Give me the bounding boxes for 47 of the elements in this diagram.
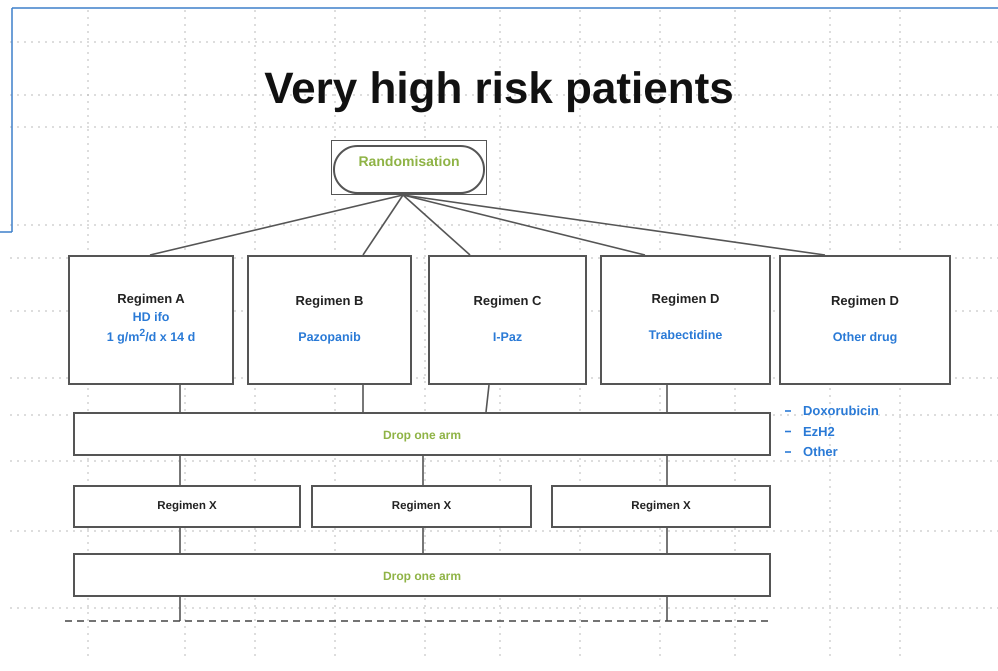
connector-line <box>402 194 471 256</box>
node-title: Regimen D <box>831 293 899 308</box>
connector-line <box>402 194 646 256</box>
connector-line <box>179 528 181 553</box>
node-text: Trabectidine <box>648 328 722 342</box>
node-text: Pazopanib <box>298 330 361 344</box>
list-item: EzH2 <box>803 424 835 438</box>
regimen-box <box>68 255 234 385</box>
title: Very high risk patients <box>263 64 735 114</box>
list-item: Doxorubicin <box>803 403 879 418</box>
regimen-box <box>73 485 301 528</box>
node-title: Drop one arm <box>382 569 461 583</box>
connector-line <box>362 194 404 256</box>
connector-line <box>666 528 668 553</box>
node-title: Regimen X <box>392 500 452 512</box>
connector-line <box>422 456 424 485</box>
node-text: 1 g/m$^{2}$/d x 14 d <box>106 328 196 344</box>
node-title: Randomisation <box>358 153 460 169</box>
connector-line <box>666 597 668 621</box>
connector-line <box>179 597 181 621</box>
regimen-box <box>311 485 532 528</box>
connector-line <box>666 385 668 412</box>
node-text: I-Paz <box>492 330 522 344</box>
connector-line <box>362 385 364 412</box>
connector-line <box>150 194 404 256</box>
connector-line <box>179 456 181 485</box>
regimen-box <box>428 255 587 385</box>
connector-line <box>485 384 490 412</box>
connector-line <box>666 456 668 485</box>
regimen-box <box>551 485 771 528</box>
node-title: Drop one arm <box>382 428 461 442</box>
node-title: Regimen X <box>157 500 217 512</box>
node-title: Regimen B <box>296 293 364 308</box>
step-box <box>73 553 771 597</box>
node-title: Regimen C <box>474 293 542 308</box>
node-title: Regimen D <box>652 291 720 306</box>
node-title: Regimen X <box>631 500 691 512</box>
step-box <box>73 412 771 456</box>
connector-line <box>422 528 424 553</box>
regimen-box <box>247 255 412 385</box>
node-text: HD ifo <box>132 310 170 324</box>
list-item: Other <box>803 444 838 459</box>
node-text: Other drug <box>832 330 898 344</box>
node-title: Regimen A <box>117 291 185 306</box>
regimen-box <box>779 255 951 385</box>
regimen-box <box>600 255 771 385</box>
connector-line <box>179 385 181 412</box>
